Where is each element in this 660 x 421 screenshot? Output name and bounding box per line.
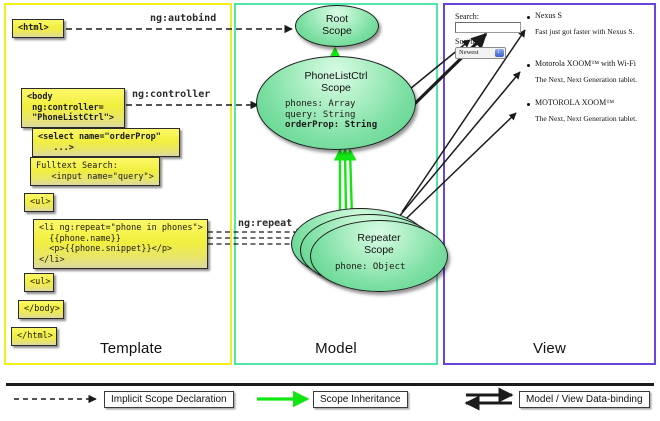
sort-by-select[interactable]: Newest: [455, 47, 506, 59]
repeater-scope-ellipse: Repeater Scope phone: Object: [310, 220, 448, 292]
panel-model-label: Model: [315, 340, 357, 357]
phone-name: MOTOROLA XOOM™: [535, 98, 615, 107]
legend-implicit-scope-declaration: Implicit Scope Declaration: [104, 391, 234, 408]
repeater-scope-title: Repeater Scope: [357, 232, 401, 256]
phonelistctrl-prop-orderprop: orderProp: String: [285, 120, 378, 130]
list-bullet: [527, 103, 530, 106]
body-close-tag-box: </body>: [18, 300, 64, 319]
html-open-tag-box: <html>: [12, 19, 64, 38]
panel-template-label: Template: [100, 340, 163, 357]
chevron-updown-icon[interactable]: [495, 47, 504, 57]
edge-label-autobind: ng:autobind: [150, 13, 217, 24]
list-bullet: [527, 16, 530, 19]
phonelistctrl-scope-title: PhoneListCtrl Scope: [304, 70, 368, 94]
repeater-prop-phone: phone: Object: [335, 262, 406, 272]
list-bullet: [527, 64, 530, 67]
li-repeat-tag-box: <li ng:repeat="phone in phones"> {{phone…: [33, 219, 208, 269]
phone-name: Nexus S: [535, 11, 562, 20]
edge-label-repeat: ng:repeat: [238, 218, 293, 229]
root-scope-ellipse: Root Scope: [295, 5, 379, 47]
fulltext-search-box: Fulltext Search: <input name="query">: [30, 157, 160, 186]
root-scope-title: Root Scope: [322, 13, 352, 37]
phone-snippet: Fast just got faster with Nexus S.: [535, 27, 635, 36]
phonelistctrl-prop-phones: phones: Array: [285, 99, 356, 109]
legend-model-view-data-binding: Model / View Data-binding: [519, 391, 650, 408]
html-close-tag-box: </html>: [11, 327, 57, 346]
phonelistctrl-prop-query: query: String: [285, 109, 356, 120]
ul-open-tag-box: <ul>: [24, 193, 54, 212]
panel-view-label: View: [532, 340, 567, 357]
ul-close-tag-box: <ul>: [24, 273, 54, 292]
phone-snippet: The Next, Next Generation tablet.: [535, 114, 638, 123]
phone-snippet: The Next, Next Generation tablet.: [535, 75, 638, 84]
edge-label-controller: ng:controller: [132, 89, 211, 100]
select-tag-box: <select name="orderProp" ...>: [32, 128, 180, 157]
legend-divider: [6, 383, 654, 386]
legend-scope-inheritance: Scope Inheritance: [313, 391, 408, 408]
search-label: Search:: [455, 12, 479, 21]
sort-by-label: Sort by:: [455, 37, 481, 46]
sort-by-selected-value: Newest: [459, 49, 479, 56]
phonelistctrl-scope-ellipse: PhoneListCtrl Scope phones: Array query:…: [256, 56, 416, 150]
body-open-tag-box: <body ng:controller= "PhoneListCtrl">: [21, 88, 125, 128]
phone-name: Motorola XOOM™ with Wi-Fi: [535, 59, 636, 68]
search-input[interactable]: [455, 22, 521, 33]
